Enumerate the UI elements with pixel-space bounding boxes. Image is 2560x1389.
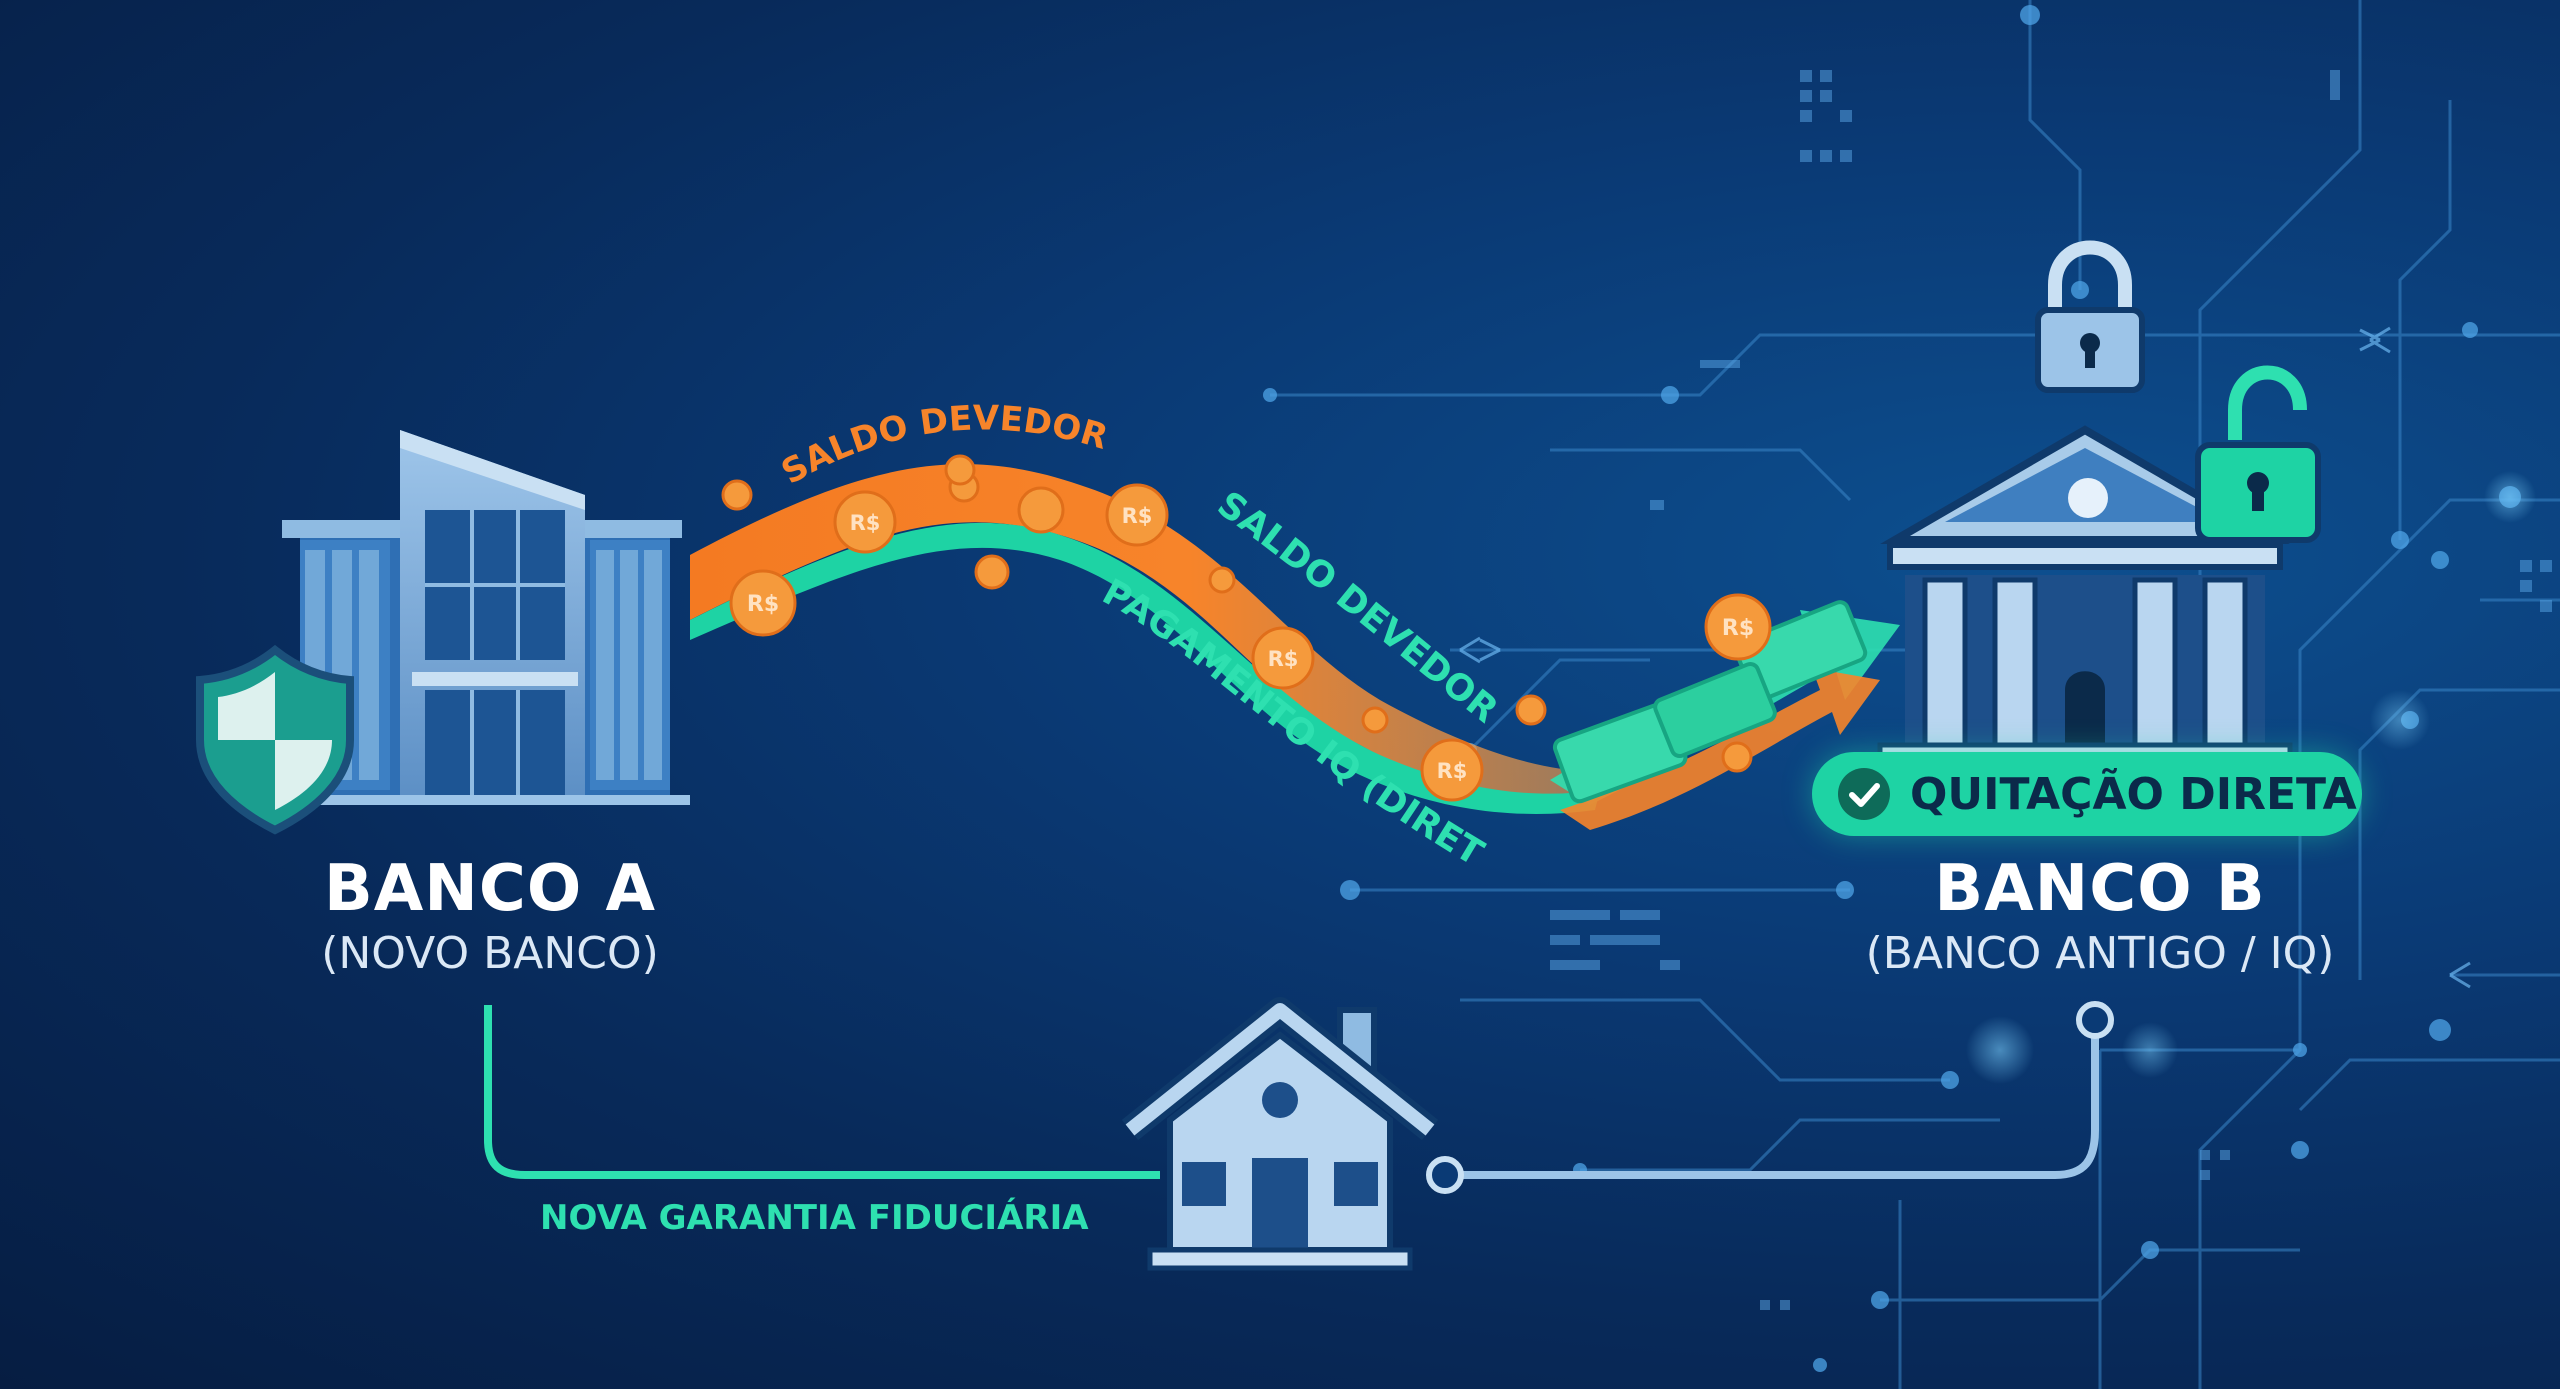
coin-symbol: R$ [1122,504,1153,528]
coin-icon [1515,694,1547,726]
circuit-arrows [1459,326,2471,989]
coin-icon [1208,566,1236,594]
check-icon [1838,768,1890,820]
coin-icon [944,454,976,486]
coin-icon [729,569,797,637]
coin-icon [1017,486,1065,534]
coin-symbol: R$ [1722,616,1754,641]
bank-a-subtitle: (NOVO BANCO) [321,928,659,979]
coin-symbol: R$ [1268,647,1299,671]
coin-icon [1721,741,1753,773]
coin-icon [1420,738,1484,802]
coin-symbol: R$ [747,592,779,617]
coin-icon [721,479,753,511]
shield-icon [196,644,354,835]
padlock-open-icon [2195,365,2321,543]
direct-settlement-badge: QUITAÇÃO DIRETA [1812,752,2362,836]
collateral-connector-b [1426,1001,2114,1194]
bank-b-name: BANCO B [1934,852,2266,926]
badge-label: QUITAÇÃO DIRETA [1910,768,2357,820]
coin-icon [833,490,897,554]
collateral-connector-a [484,1005,1160,1179]
house-icon [1121,997,1439,1271]
padlock-closed-icon [2035,240,2145,393]
bank-a-name: BANCO A [323,852,657,926]
collateral-label: NOVA GARANTIA FIDUCIÁRIA [540,1198,1089,1238]
coin-icon [974,554,1010,590]
bank-b-subtitle: (BANCO ANTIGO / IQ) [1865,928,2335,979]
coin-icon [1704,593,1772,661]
building-icon [280,430,690,805]
coin-group: R$ R$ R$ R$ R$ R$ [721,454,1772,802]
coin-icon [1361,706,1389,734]
coin-icon [1105,483,1169,547]
circuit-chips [1550,70,2552,1310]
coin-symbol: R$ [1437,759,1468,783]
banknote-icon [1552,600,1868,804]
coin-symbol: R$ [850,511,881,535]
coin-icon [1251,626,1315,690]
